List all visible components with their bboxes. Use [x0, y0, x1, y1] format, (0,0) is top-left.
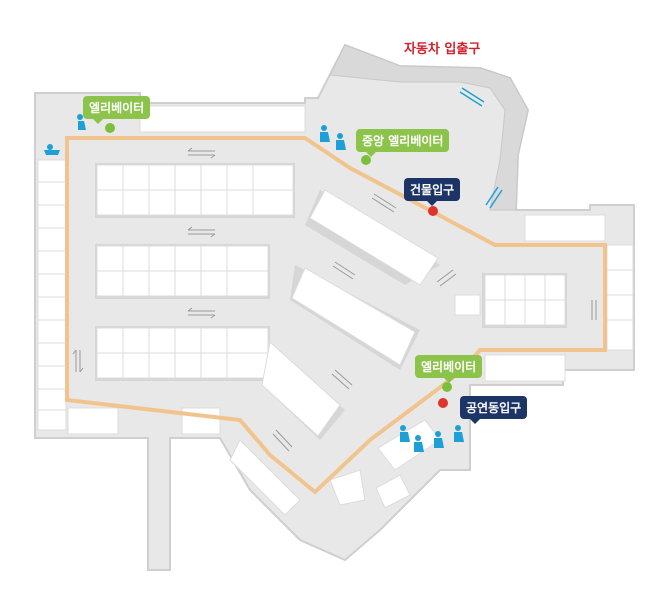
stall-lines	[38, 165, 633, 411]
direction-arrow-icon	[72, 147, 597, 452]
vehicle-entrance-label: 자동차 입출구	[404, 42, 481, 57]
accessible-parking-icon	[44, 114, 464, 452]
direction-arrow-icon	[459, 87, 503, 209]
entrance-dot-icon	[438, 398, 448, 408]
elevator-dot-icon	[105, 123, 115, 133]
elevator-dot-icon	[361, 155, 371, 165]
entrance-dot-icon	[428, 206, 438, 216]
elevator-label: 엘리베이터	[415, 355, 483, 383]
building-entrance-label: 건물입구	[404, 178, 461, 206]
elevator-label: 엘리베이터	[83, 96, 151, 124]
park-entrance-label: 공연동입구	[460, 396, 528, 424]
entrance-ramp	[329, 44, 529, 211]
elevator-dot-icon	[442, 382, 452, 392]
central-elevator-label: 중앙 엘리베이터	[356, 129, 450, 157]
